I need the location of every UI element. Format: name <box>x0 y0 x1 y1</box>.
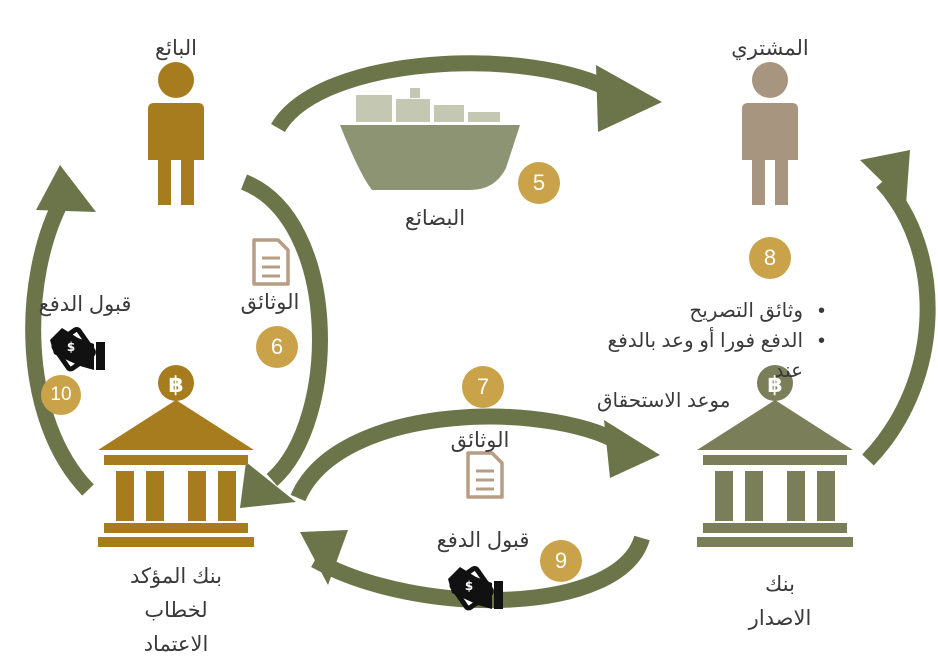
seller-label: البائع <box>155 37 197 60</box>
step-10-badge: 10 <box>41 375 81 415</box>
confirming-bank-label: بنك المؤكد لخطاب الاعتماد <box>130 565 222 656</box>
payment-bank-label: قبول الدفع <box>436 529 530 552</box>
ship-icon <box>340 88 520 190</box>
docs-bank-label: الوثائق <box>450 429 510 452</box>
confirming-bank-icon: ฿ <box>98 365 254 547</box>
arrow-docs-seller-to-bank <box>240 174 328 486</box>
arrowhead-payment-seller <box>36 165 96 212</box>
buyer-person-icon <box>742 62 798 205</box>
docs-seller-label: الوثائق <box>240 291 300 314</box>
arrow-issuing-to-buyer <box>862 176 936 466</box>
issuing-bank-label: بنك الاصدار <box>748 573 812 630</box>
goods-label: البضائع <box>404 207 466 230</box>
arrow-payment-to-confirming <box>311 535 650 608</box>
step-5-badge: 5 <box>518 162 560 204</box>
arrow-goods <box>271 55 619 133</box>
svg-text:฿: ฿ <box>168 373 183 398</box>
arrow-docs-to-issuing <box>290 408 633 502</box>
step-6-badge: 6 <box>256 326 298 368</box>
note-maturity: موعد الاستحقاق <box>597 390 731 412</box>
step-9-badge: 9 <box>540 540 582 582</box>
buyer-notes: وثائق التصريح الدفع فورا أو وعد بالدفع ع… <box>595 296 825 416</box>
note-payment-terms: الدفع فورا أو وعد بالدفع عند <box>595 326 825 386</box>
arrowhead-issuing-buyer <box>860 150 910 205</box>
payment-seller-label: قبول الدفع <box>38 293 132 316</box>
arrow-payment-to-seller <box>25 196 94 496</box>
arrowhead-goods <box>596 65 662 132</box>
arrowhead-payment-confirming <box>300 530 348 585</box>
buyer-label: المشتري <box>731 37 809 60</box>
arrowhead-docs-seller <box>240 462 296 508</box>
document-icon-bank <box>466 451 504 499</box>
step-8-badge: 8 <box>749 237 791 279</box>
note-declaration-docs: وثائق التصريح <box>595 296 825 326</box>
step-7-badge: 7 <box>462 366 504 408</box>
arrowhead-docs-issuing <box>604 420 660 478</box>
seller-person-icon <box>148 62 204 205</box>
money-hand-icon-seller <box>50 328 105 370</box>
document-icon-seller <box>252 238 290 286</box>
